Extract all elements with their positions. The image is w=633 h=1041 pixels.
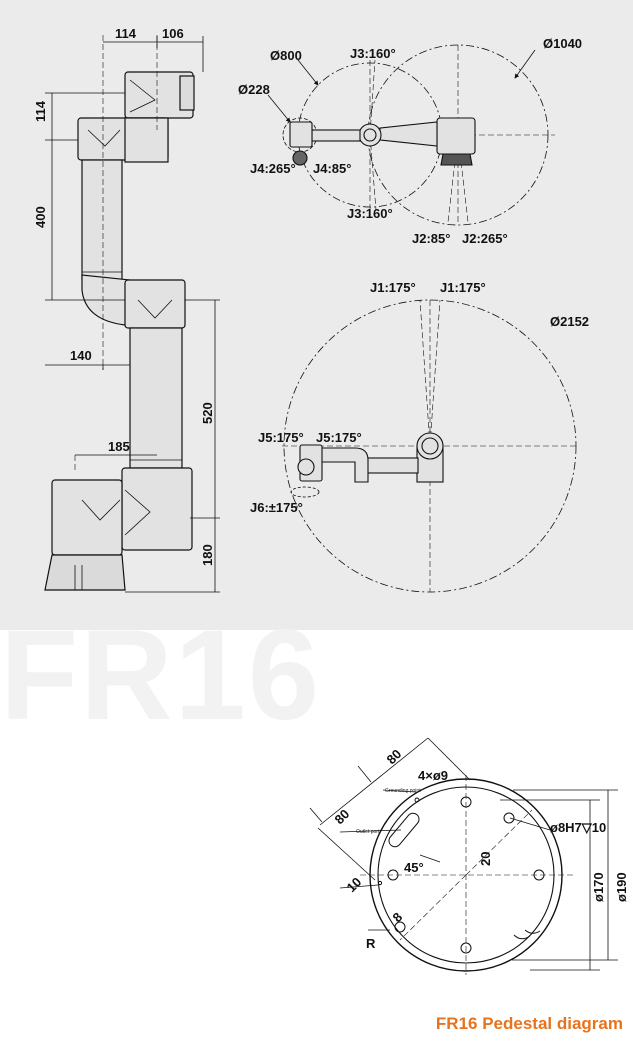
label-j3-upper: J3:160° bbox=[350, 46, 396, 61]
dim-140: 140 bbox=[70, 348, 92, 363]
dim-80-left: 80 bbox=[332, 806, 353, 827]
top-view bbox=[267, 44, 555, 226]
dim-80-top: 80 bbox=[384, 746, 405, 767]
dim-114: 114 bbox=[115, 26, 137, 41]
dim-d190: ø190 bbox=[614, 872, 629, 902]
label-45deg: 45° bbox=[404, 860, 424, 875]
top-view-labels: Ø800 J3:160° Ø1040 Ø228 J4:265° J4:85° J… bbox=[238, 36, 582, 246]
base-view-labels: J1:175° J1:175° Ø2152 J5:175° J5:175° J6… bbox=[250, 280, 589, 515]
base-view bbox=[282, 299, 578, 593]
label-j4-265: J4:265° bbox=[250, 161, 296, 176]
label-j3-lower: J3:160° bbox=[347, 206, 393, 221]
dim-180: 180 bbox=[200, 544, 215, 566]
pedestal-labels: 80 80 4×ø9 Grounding point Outlet port ø… bbox=[332, 746, 629, 951]
label-d8h7: ø8H7▽10 bbox=[550, 820, 606, 835]
label-d1040: Ø1040 bbox=[543, 36, 582, 51]
label-outlet-port: Outlet port bbox=[356, 829, 380, 835]
robot-arm-side bbox=[44, 71, 195, 591]
model-watermark: FR16 bbox=[0, 604, 321, 747]
label-j5-right: J5:175° bbox=[316, 430, 362, 445]
dim-d170: ø170 bbox=[591, 872, 606, 902]
side-view-dims: 114 106 114 400 140 520 185 180 bbox=[33, 26, 215, 566]
pedestal-diagram bbox=[309, 737, 618, 975]
label-d2152: Ø2152 bbox=[550, 314, 589, 329]
label-j2-265: J2:265° bbox=[462, 231, 508, 246]
dim-400: 400 bbox=[33, 206, 48, 228]
label-r: R bbox=[366, 936, 376, 951]
side-view bbox=[44, 35, 220, 593]
dim-114-vertical: 114 bbox=[33, 100, 48, 122]
label-d800: Ø800 bbox=[270, 48, 302, 63]
label-d228: Ø228 bbox=[238, 82, 270, 97]
dim-10: 10 bbox=[344, 874, 365, 895]
dim-20: 20 bbox=[478, 852, 493, 866]
label-j1-left: J1:175° bbox=[370, 280, 416, 295]
label-j5-left: J5:175° bbox=[258, 430, 304, 445]
label-j4-85: J4:85° bbox=[313, 161, 351, 176]
label-j6: J6:±175° bbox=[250, 500, 303, 515]
label-j1-right: J1:175° bbox=[440, 280, 486, 295]
caption-pedestal-diagram: FR16 Pedestal diagram bbox=[435, 1014, 623, 1033]
label-grounding-point: Grounding point bbox=[385, 788, 421, 794]
dim-106: 106 bbox=[162, 26, 184, 41]
dim-520: 520 bbox=[200, 402, 215, 424]
label-4x-d9: 4×ø9 bbox=[418, 768, 448, 783]
label-j2-85: J2:85° bbox=[412, 231, 450, 246]
dim-185: 185 bbox=[108, 439, 130, 454]
